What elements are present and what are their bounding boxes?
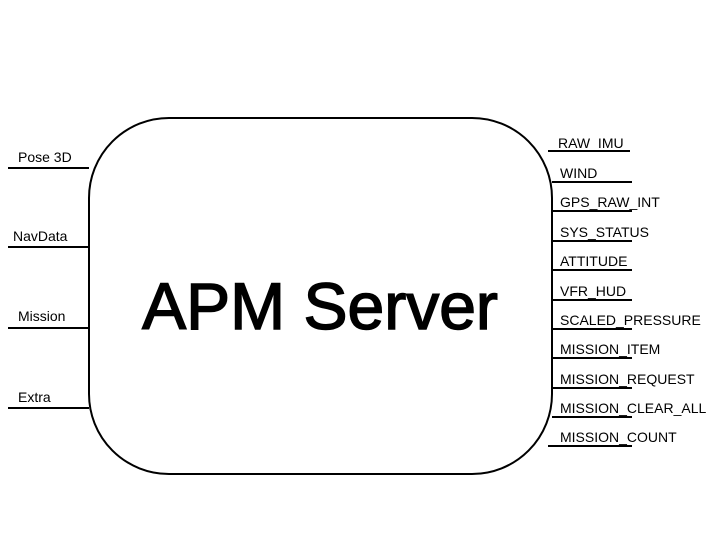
right-port-gps-raw-int: GPS_RAW_INT [552, 194, 660, 212]
port-label: MISSION_ITEM [560, 341, 660, 357]
right-port-mission-count: MISSION_COUNT [548, 429, 677, 447]
server-title: APM Server [142, 269, 498, 343]
server-box [88, 117, 553, 475]
left-port-navdata: NavData [8, 228, 89, 248]
port-label: MISSION_COUNT [560, 429, 677, 445]
port-label: MISSION_CLEAR_ALL [560, 400, 706, 416]
port-label: VFR_HUD [560, 283, 626, 299]
right-port-vfr-hud: VFR_HUD [552, 283, 632, 301]
right-port-attitude: ATTITUDE [552, 253, 632, 271]
port-label: Pose 3D [18, 149, 72, 165]
port-label: RAW_IMU [558, 135, 624, 151]
left-port-pose-3d: Pose 3D [8, 149, 89, 169]
right-port-wind: WIND [552, 165, 632, 183]
port-label: SYS_STATUS [560, 224, 649, 240]
port-label: SCALED_PRESSURE [560, 312, 701, 328]
port-label: ATTITUDE [560, 253, 627, 269]
right-port-sys-status: SYS_STATUS [552, 224, 649, 242]
port-label: Mission [18, 308, 65, 324]
right-port-raw-imu: RAW_IMU [548, 135, 630, 152]
port-label: MISSION_REQUEST [560, 371, 695, 387]
port-label: WIND [560, 165, 597, 181]
port-label: GPS_RAW_INT [560, 194, 660, 210]
right-port-mission-clear-all: MISSION_CLEAR_ALL [552, 400, 706, 418]
right-port-mission-item: MISSION_ITEM [552, 341, 660, 359]
right-port-scaled-pressure: SCALED_PRESSURE [552, 312, 701, 330]
left-port-mission: Mission [8, 308, 89, 329]
port-label: Extra [18, 389, 51, 405]
right-port-mission-request: MISSION_REQUEST [552, 371, 695, 389]
port-label: NavData [13, 228, 68, 244]
left-port-extra: Extra [8, 389, 89, 409]
